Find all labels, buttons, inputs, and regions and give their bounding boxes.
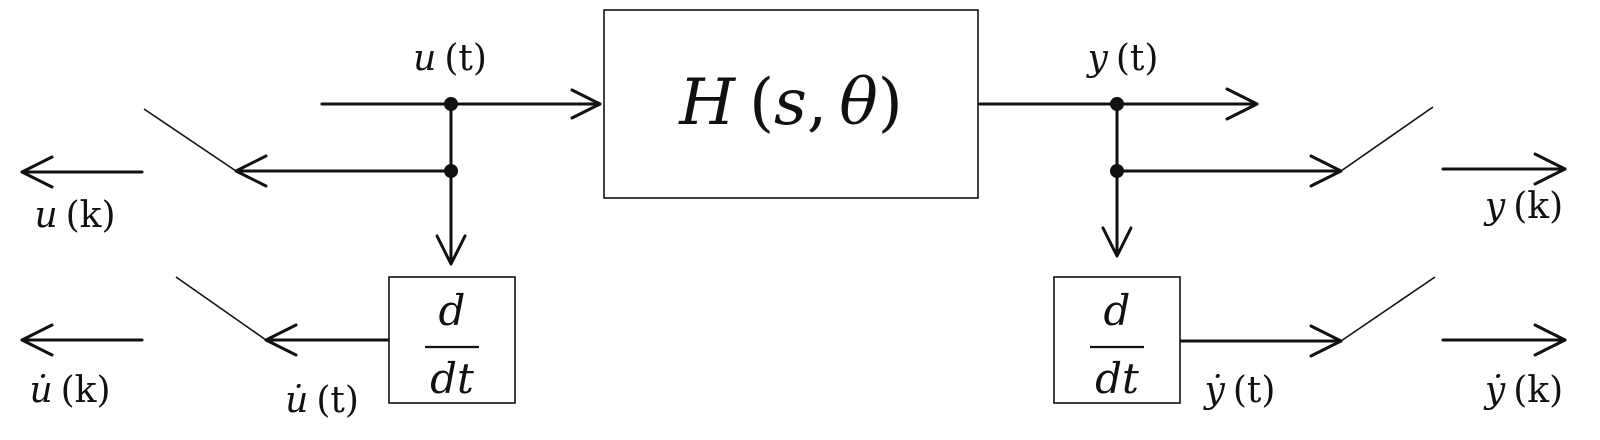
- diff-left-input-arrowhead: [435, 234, 467, 266]
- diff-right-denominator: dt: [1095, 354, 1139, 403]
- y-junction-dot-top: [1110, 97, 1124, 111]
- plant-input-arrowhead: [570, 88, 602, 120]
- udot-k-arrowhead: [20, 323, 54, 357]
- plant-arg-s: s: [774, 66, 807, 140]
- y-switch: [1340, 106, 1434, 172]
- plant-transfer-function: H(s,θ): [678, 66, 902, 140]
- plant-comma: ,: [807, 66, 827, 140]
- ydot-switch: [1340, 276, 1436, 342]
- plant-close-paren: ): [878, 66, 903, 140]
- diff-left-denominator: dt: [430, 354, 474, 403]
- u-k-arrowhead: [20, 155, 54, 189]
- u-junction-dot-top: [444, 97, 458, 111]
- plant-arg-theta: θ: [839, 66, 878, 140]
- label-udot-t: u̇(t): [285, 380, 359, 421]
- diff-right-block: [1053, 276, 1181, 404]
- plant-symbol: H: [678, 66, 736, 140]
- label-ydot-t: ẏ(t): [1203, 370, 1276, 411]
- y-t-arrowhead: [1225, 87, 1259, 121]
- label-u-t: u(t): [413, 38, 487, 79]
- diff-right-input-arrowhead: [1101, 226, 1133, 258]
- udot-switch: [175, 276, 267, 341]
- diff-left-block: [388, 276, 516, 404]
- label-ydot-k: ẏ(k): [1483, 370, 1563, 411]
- label-u-k: u(k): [34, 195, 115, 236]
- ydot-k-arrowhead: [1533, 323, 1567, 357]
- label-y-k: y(k): [1483, 186, 1563, 227]
- diff-left-numerator: d: [439, 286, 466, 335]
- u-junction-dot-bottom: [444, 164, 458, 178]
- u-switch: [143, 108, 237, 172]
- y-k-arrowhead: [1533, 152, 1567, 186]
- label-udot-k: u̇(k): [29, 370, 110, 411]
- label-y-t: y(t): [1086, 38, 1159, 79]
- y-junction-dot-bottom: [1110, 164, 1124, 178]
- plant-block: [603, 9, 979, 199]
- diff-right-numerator: d: [1104, 286, 1131, 335]
- plant-open-paren: (: [749, 66, 774, 140]
